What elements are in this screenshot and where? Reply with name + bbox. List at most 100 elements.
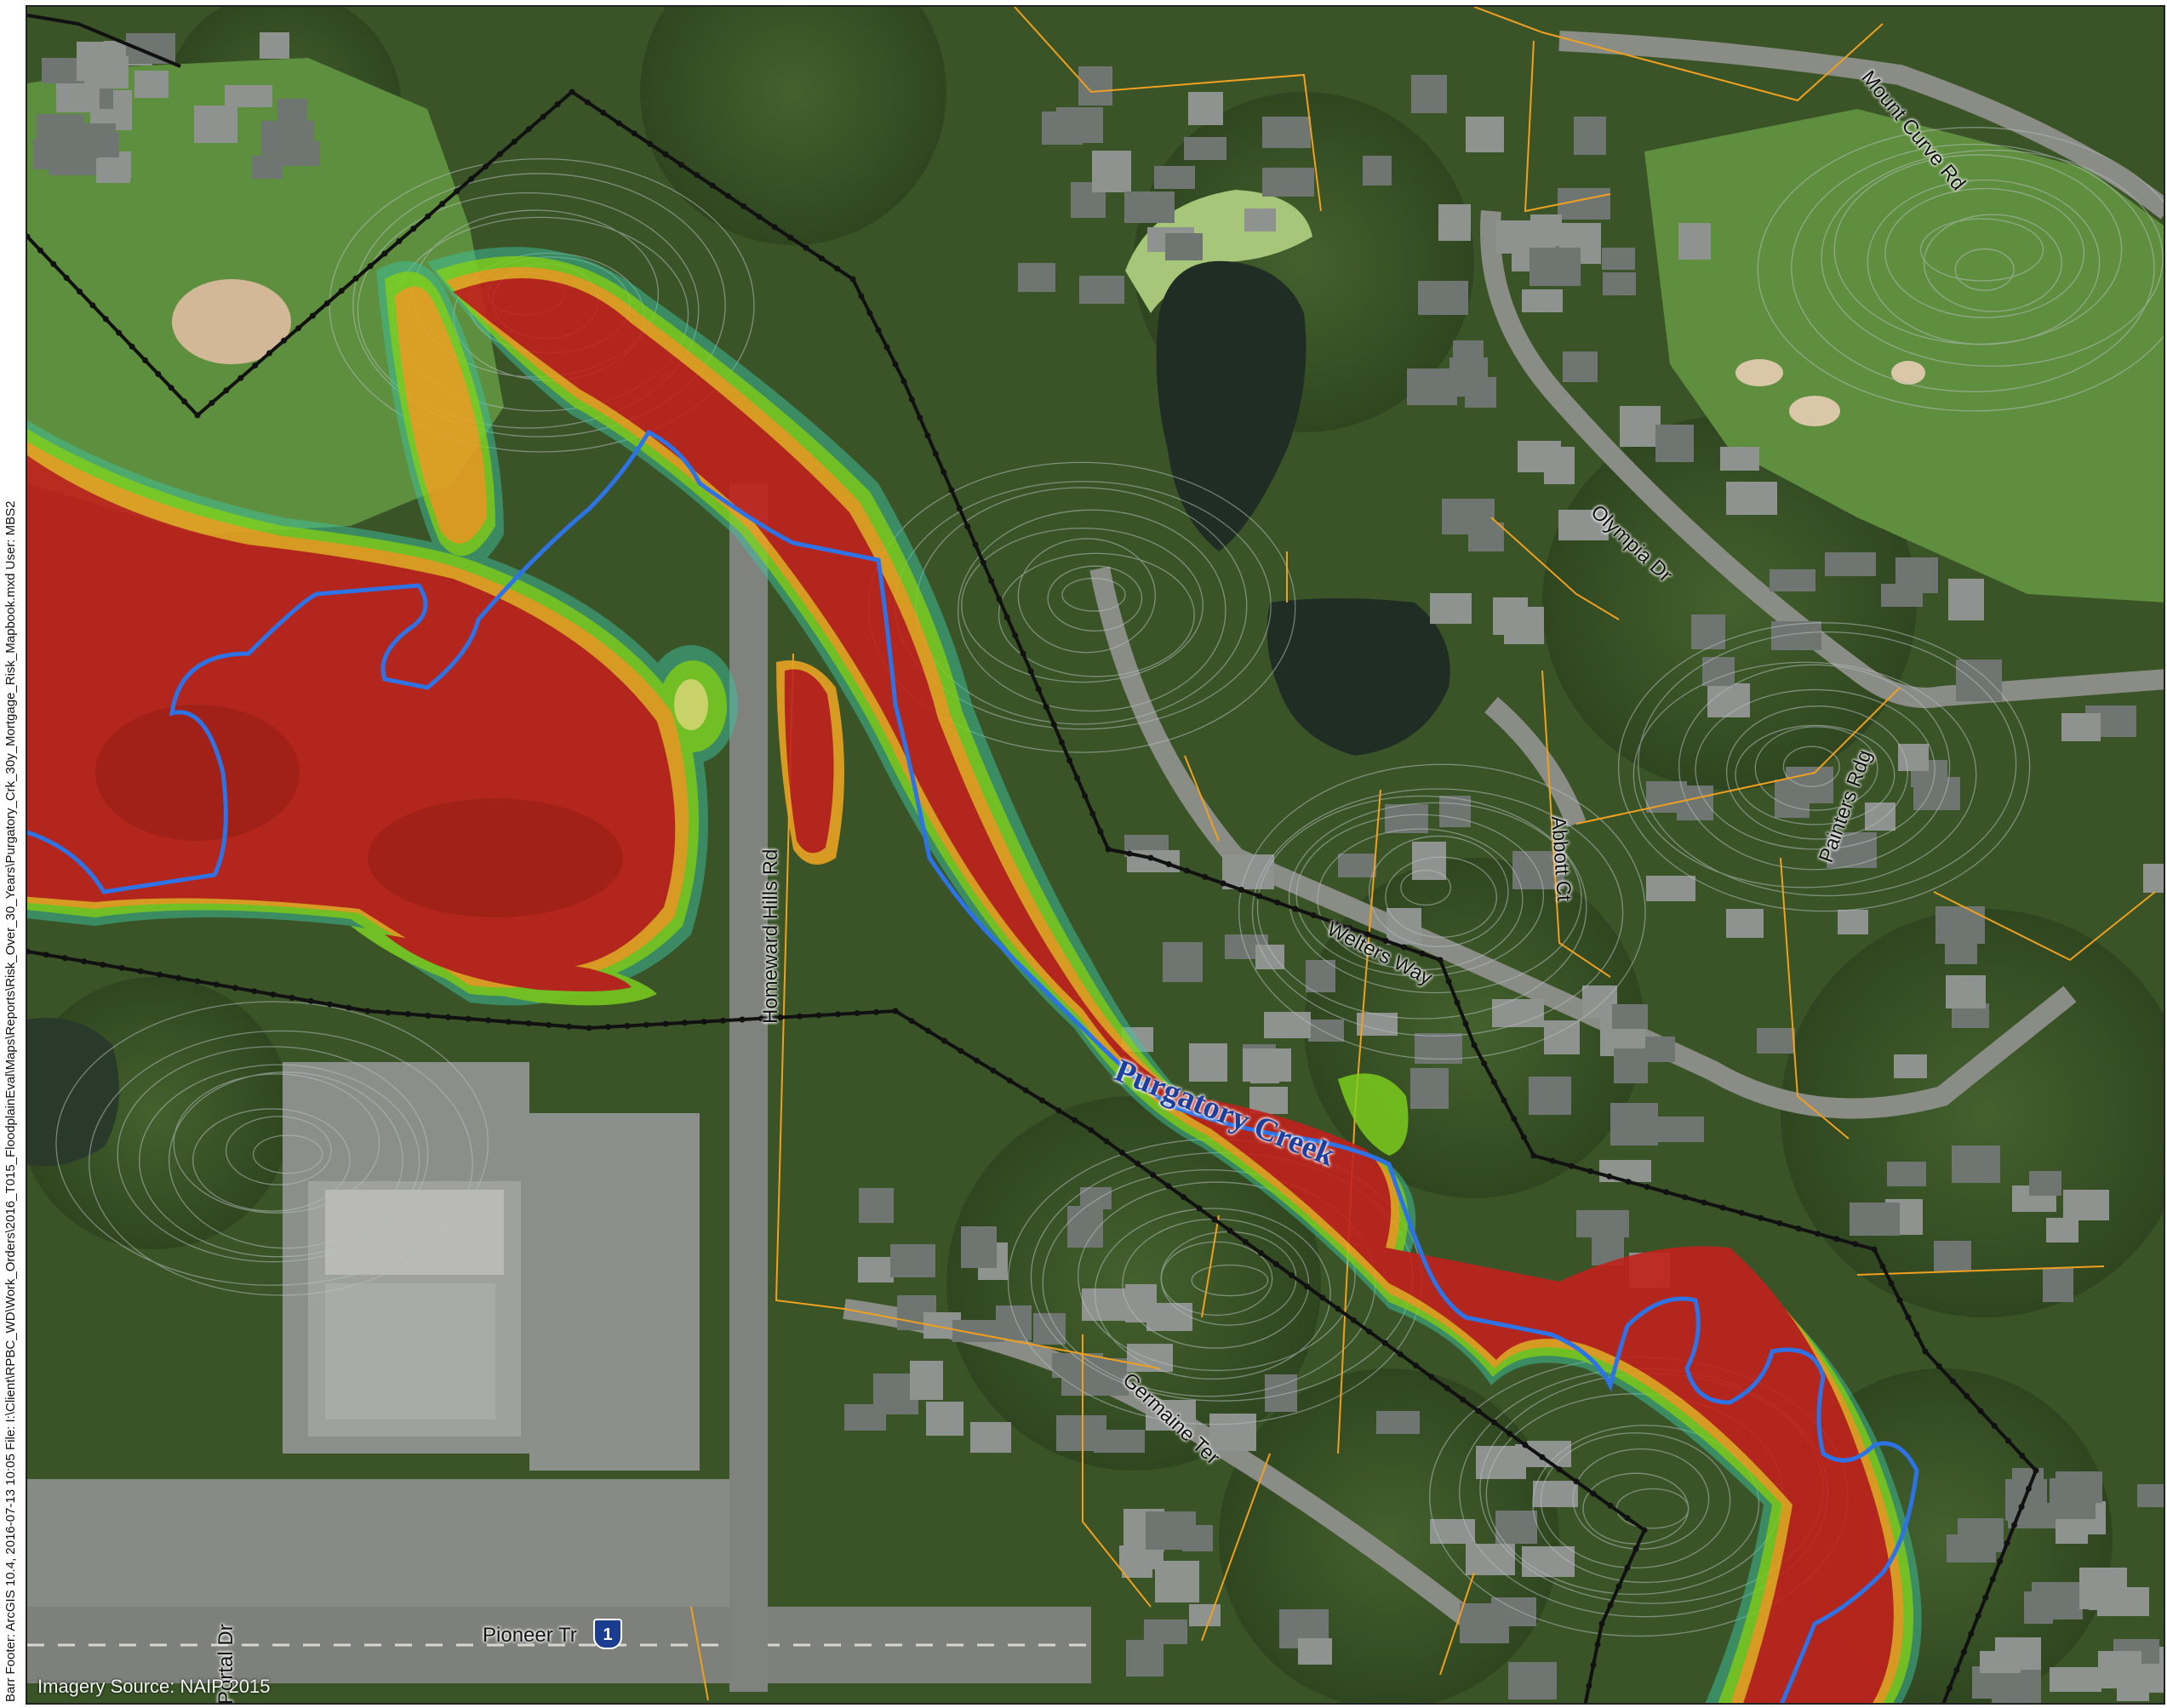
boundary-tick — [175, 974, 182, 981]
boundary-tick — [586, 1025, 592, 1031]
boundary-tick — [1982, 1594, 1989, 1601]
boundary-tick — [1624, 1564, 1631, 1571]
house — [1411, 75, 1447, 113]
boundary-tick — [1304, 1283, 1311, 1290]
boundary-tick — [118, 964, 125, 971]
contour-line — [1017, 538, 1156, 654]
boundary-tick — [694, 172, 700, 179]
boundary-tick — [924, 432, 931, 439]
boundary-tick — [771, 224, 778, 231]
contour-line — [1791, 143, 2155, 392]
boundary-tick — [2011, 1522, 2018, 1528]
house — [1430, 593, 1472, 624]
boundary-tick — [511, 139, 517, 145]
boundary-tick — [1006, 1077, 1013, 1084]
contour-line — [192, 1108, 351, 1212]
boundary-tick — [1165, 861, 1172, 867]
boundary-tick — [454, 188, 460, 195]
contour-line — [1094, 1208, 1331, 1380]
boundary-tick — [1089, 810, 1096, 817]
house — [96, 56, 129, 89]
boundary-tick — [352, 275, 359, 282]
boundary-tick — [1103, 1138, 1110, 1145]
house — [1771, 621, 1821, 650]
boundary-tick — [1719, 1204, 1726, 1211]
house — [1468, 523, 1504, 551]
boundary-tick — [901, 378, 907, 385]
house — [1491, 1597, 1536, 1626]
route-shield-icon: 1 — [593, 1619, 622, 1649]
house — [1493, 597, 1528, 635]
house — [1935, 906, 1985, 944]
boundary-tick — [1507, 1431, 1513, 1437]
house — [1410, 1068, 1449, 1109]
boundary-tick — [2019, 1453, 2026, 1459]
boundary-tick — [739, 1016, 746, 1023]
boundary-tick — [1615, 1583, 1622, 1590]
boundary-tick — [1329, 918, 1335, 925]
homeward-hills-road — [729, 483, 768, 1692]
boundary-tick — [1220, 880, 1226, 887]
boundary-tick — [605, 1024, 611, 1031]
house — [1338, 854, 1376, 877]
house — [2043, 1268, 2073, 1302]
house — [1492, 999, 1544, 1027]
boundary-tick — [1607, 1602, 1614, 1608]
house — [1189, 1604, 1221, 1626]
boundary-tick — [1989, 1576, 1996, 1583]
house — [225, 85, 272, 107]
boundary-tick — [157, 971, 163, 978]
boundary-tick — [1590, 1490, 1597, 1497]
contour-line — [329, 157, 755, 453]
boundary-tick — [956, 505, 963, 511]
house — [134, 71, 169, 98]
boundary-tick — [385, 1009, 392, 1016]
contour-line — [1572, 1448, 1710, 1550]
boundary-tick — [252, 363, 259, 368]
house — [1430, 1519, 1475, 1544]
house — [1243, 1048, 1291, 1082]
boundary-tick — [1598, 1620, 1605, 1627]
contour-line — [1754, 726, 1878, 811]
boundary-tick — [1022, 1087, 1029, 1094]
boundary-tick — [834, 266, 841, 272]
house — [1775, 780, 1810, 818]
house — [1262, 117, 1311, 148]
house — [2137, 1484, 2164, 1507]
contour-line — [139, 1064, 420, 1258]
boundary-tick — [327, 1001, 334, 1008]
contour-line — [1833, 154, 2123, 346]
map-frame[interactable]: Mount Curve Rd Olympia Dr Abbott Ct Pain… — [26, 5, 2165, 1705]
house — [1592, 1224, 1624, 1265]
house — [2029, 1171, 2061, 1196]
house — [1956, 660, 2002, 701]
map-canvas[interactable] — [27, 7, 2165, 1705]
boundary-tick — [1196, 1205, 1203, 1212]
boundary-tick — [1020, 650, 1026, 657]
boundary-tick — [740, 203, 747, 209]
house — [1678, 223, 1711, 260]
boundary-tick — [554, 101, 561, 108]
boundary-tick — [1922, 1348, 1929, 1355]
contour-line — [173, 1073, 380, 1214]
contour-line — [1725, 705, 1908, 840]
boundary-tick — [1059, 740, 1065, 745]
contour-line — [1532, 1425, 1760, 1584]
boundary-tick — [964, 523, 971, 530]
house — [2061, 713, 2101, 741]
boundary-tick — [908, 396, 915, 403]
boundary-tick — [1471, 1042, 1478, 1048]
boundary-tick — [1758, 1214, 1764, 1221]
boundary-tick — [565, 1023, 572, 1030]
boundary-tick — [1118, 1149, 1125, 1156]
boundary-tick — [1226, 1227, 1233, 1234]
road-label-pioneer: Pioneer Tr — [483, 1624, 577, 1647]
boundary-tick — [525, 1020, 532, 1026]
boundary-tick — [1738, 1209, 1745, 1216]
purgatory-creek-line — [27, 429, 1919, 1703]
boundary-tick — [1573, 1478, 1580, 1485]
boundary-tick — [700, 1019, 707, 1025]
boundary-tick — [858, 293, 865, 300]
house — [1466, 117, 1504, 152]
boundary-tick — [1641, 1527, 1648, 1534]
